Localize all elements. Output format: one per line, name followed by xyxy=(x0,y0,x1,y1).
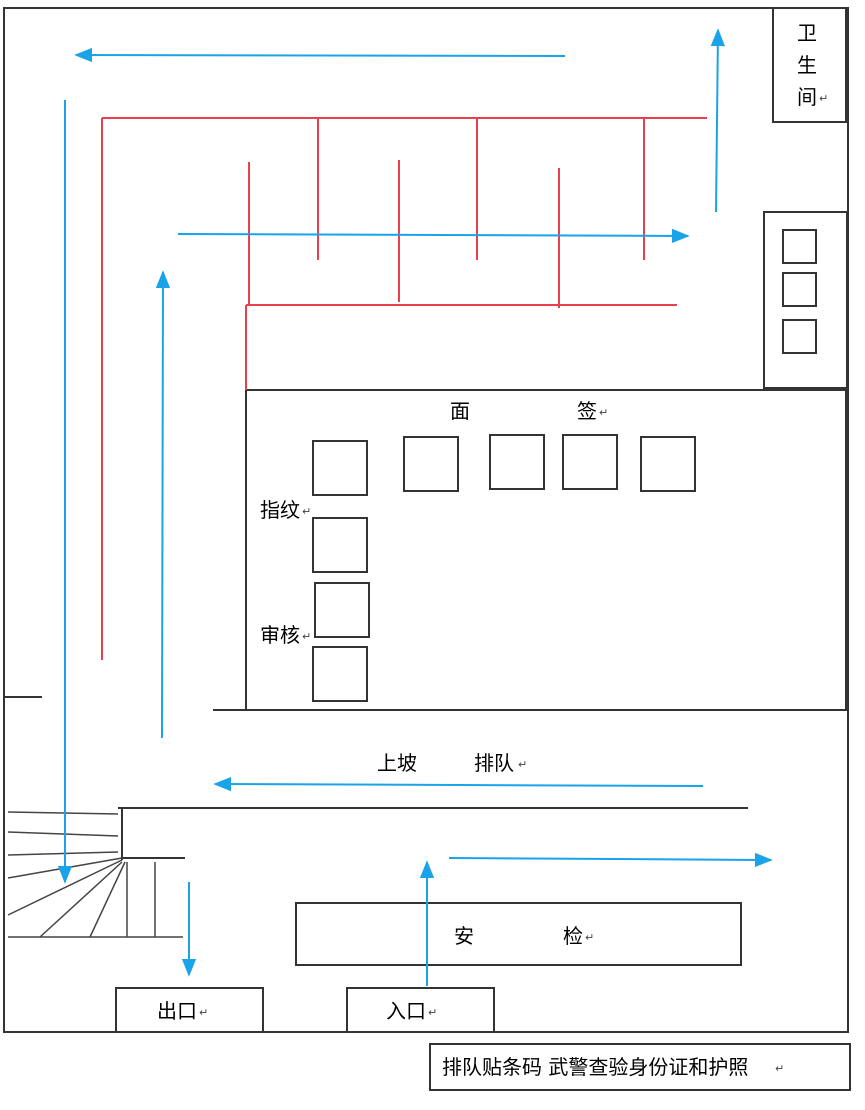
toilet-label-3: 间 xyxy=(797,85,817,109)
interview-window xyxy=(640,436,696,492)
return-mark: ↵ xyxy=(428,1006,437,1019)
window-counter xyxy=(782,319,817,354)
fingerprint-label: 指纹 xyxy=(260,498,300,522)
review-booth xyxy=(312,646,368,702)
staircase xyxy=(7,811,183,938)
fingerprint-booth xyxy=(312,440,368,496)
entrance-door xyxy=(346,987,495,1033)
flow-arrows xyxy=(57,28,773,986)
toilet-label-2: 生 xyxy=(797,53,817,77)
exit-label: 出口 xyxy=(157,999,197,1023)
flow-arrow xyxy=(155,270,171,739)
queue-label: 排队 xyxy=(474,751,514,775)
ramp-label: 上坡 xyxy=(377,751,417,775)
security-label-2: 检 xyxy=(563,924,583,948)
interview-label-1: 面 xyxy=(450,399,470,423)
security-label-1: 安 xyxy=(454,924,474,948)
flow-arrow xyxy=(213,776,704,792)
entrance-label: 入口 xyxy=(386,999,426,1023)
interview-window xyxy=(562,434,618,490)
window-counter xyxy=(782,272,817,307)
return-mark: ↵ xyxy=(585,931,594,944)
security-counter xyxy=(295,902,742,966)
window-counter xyxy=(782,229,817,264)
flow-arrow xyxy=(710,28,726,213)
flow-arrow xyxy=(177,228,690,244)
return-mark: ↵ xyxy=(819,92,828,105)
toilet-room xyxy=(772,7,847,123)
note-box xyxy=(429,1043,851,1091)
return-mark: ↵ xyxy=(199,1006,208,1019)
review-label: 审核 xyxy=(260,623,300,647)
interview-window xyxy=(403,436,459,492)
return-mark: ↵ xyxy=(302,630,311,643)
return-mark: ↵ xyxy=(599,406,608,419)
fingerprint-booth xyxy=(312,517,368,573)
interview-label-2: 签 xyxy=(577,399,597,423)
flow-arrow xyxy=(74,47,566,63)
flow-arrow xyxy=(448,852,773,868)
interview-window xyxy=(489,434,545,490)
return-mark: ↵ xyxy=(518,758,527,771)
note-text: 排队贴条码 武警查验身份证和护照 xyxy=(442,1055,748,1079)
return-mark: ↵ xyxy=(302,505,311,518)
review-booth xyxy=(314,582,370,638)
toilet-label-1: 卫 xyxy=(797,21,817,45)
return-mark: ↵ xyxy=(775,1062,784,1075)
exit-door xyxy=(115,987,264,1033)
